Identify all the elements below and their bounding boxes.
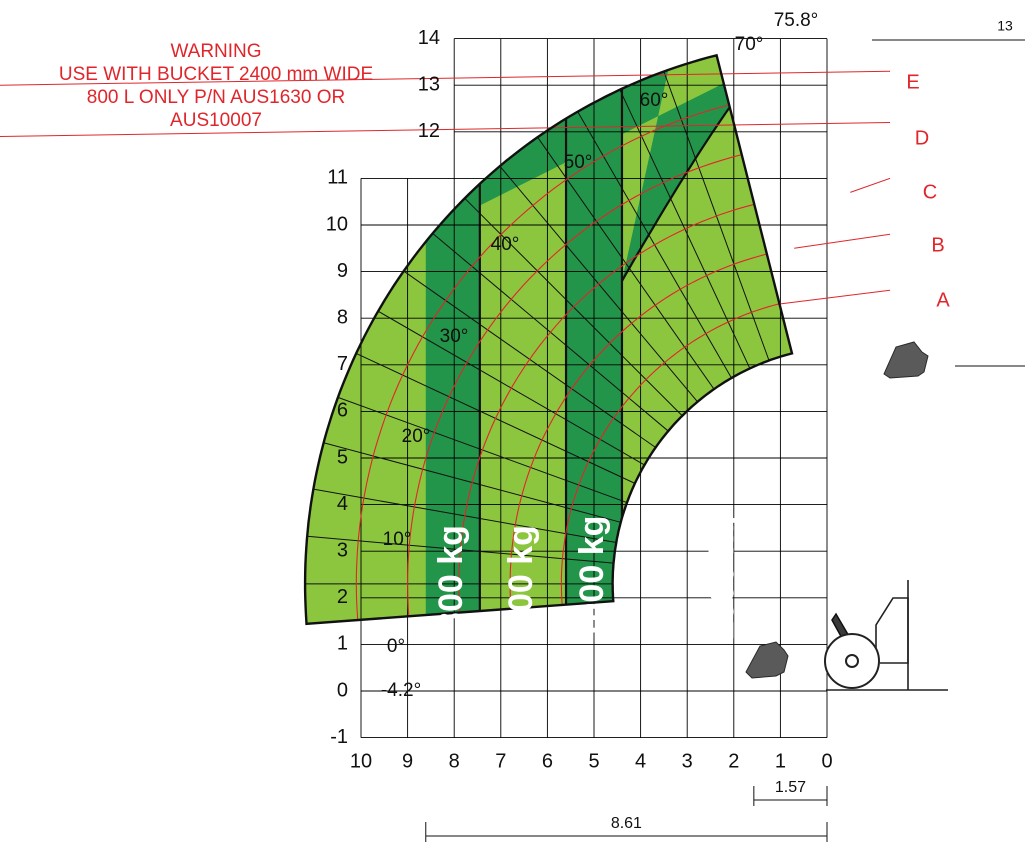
extension-arcs: A B C D E <box>0 70 950 621</box>
forks-upper-icon <box>883 341 929 379</box>
boom-angle-label: 50° <box>564 152 593 173</box>
extension-arc <box>509 253 768 609</box>
dimension-label: 8.61 <box>611 815 642 832</box>
warning-line: WARNING <box>170 41 262 62</box>
boom-angle-label: 10° <box>383 529 412 550</box>
boom-angle-label: 40° <box>491 234 520 255</box>
warning-line: USE WITH BUCKET 2400 mm WIDE <box>58 64 374 85</box>
dimension-lines: 1.57 8.61 <box>425 779 828 842</box>
warning-line: AUS10007 <box>170 110 262 131</box>
y-tick-label: -1 <box>330 726 348 748</box>
extension-label: D <box>915 127 929 149</box>
x-tick-label: 1 <box>775 750 786 772</box>
warning-line: 800 L ONLY P/N AUS1630 OR <box>86 87 346 108</box>
extension-label: E <box>906 71 919 93</box>
extension-label: B <box>931 234 944 256</box>
x-tick-label: 0 <box>821 750 832 772</box>
wheel-hub-icon <box>845 654 859 668</box>
extension-arc <box>458 203 755 613</box>
extension-leader <box>794 233 891 249</box>
y-tick-label: 14 <box>418 27 440 49</box>
y-tick-label: 2 <box>337 586 348 608</box>
dimension-label: 1.57 <box>775 779 806 796</box>
forks-lower-icon <box>745 641 789 679</box>
extension-arc <box>355 104 730 621</box>
y-tick-label: 5 <box>337 446 348 468</box>
y-tick-label: 8 <box>337 306 348 328</box>
load-zone-upper-band <box>438 61 767 281</box>
x-tick-label: 9 <box>402 750 413 772</box>
envelope-border <box>303 53 794 626</box>
x-tick-label: 5 <box>588 750 599 772</box>
boom-angle-label: -4.2° <box>381 680 421 701</box>
boom-angle-label: 20° <box>402 426 431 447</box>
telehandler-icon <box>745 341 948 691</box>
extension-leader <box>850 177 891 193</box>
warning-note: WARNING USE WITH BUCKET 2400 mm WIDE 800… <box>0 40 432 132</box>
extension-leader <box>0 70 891 86</box>
x-tick-label: 8 <box>449 750 460 772</box>
y-tick-label: 6 <box>337 400 348 422</box>
y-tick-label: 3 <box>337 539 348 561</box>
cab-outline <box>875 597 909 664</box>
x-tick-label: 6 <box>542 750 553 772</box>
extension-arc <box>407 154 742 617</box>
y-tick-label: 13 <box>418 73 440 95</box>
chart-grid <box>360 38 828 739</box>
extension-leader <box>777 289 891 305</box>
extension-arc <box>560 303 780 606</box>
load-zone-label: 300 kg <box>432 525 470 631</box>
x-tick-label: 3 <box>682 750 693 772</box>
y-tick-label: 7 <box>337 353 348 375</box>
envelope-outline <box>303 53 794 626</box>
y-tick-label: 0 <box>337 679 348 701</box>
x-tick-label: 7 <box>495 750 506 772</box>
x-tick-label: 2 <box>728 750 739 772</box>
extension-leader <box>0 121 891 137</box>
x-tick-label: 10 <box>350 750 372 772</box>
y-tick-label: 4 <box>337 493 348 515</box>
y-tick-label: 1 <box>337 633 348 655</box>
boom-angle-label: 75.8° <box>774 10 819 31</box>
extension-label: C <box>923 181 937 203</box>
y-tick-label: 10 <box>326 213 348 235</box>
y-tick-label: 12 <box>418 120 440 142</box>
load-zone-label: 1600 kg <box>703 516 741 641</box>
boom-angle-label: 60° <box>640 90 669 111</box>
boom-angle-label: 0° <box>387 636 405 657</box>
load-zone-label: 1000 kg <box>573 516 611 641</box>
y-tick-label: 9 <box>337 260 348 282</box>
boom-angle-label: 70° <box>735 34 764 55</box>
chart-labels: 300 kg 500 kg 1000 kg 1600 kg -4.2° 0° 10° 20° 3… <box>381 10 1025 701</box>
y-tick-label: 11 <box>327 167 348 189</box>
load-zone-label: 500 kg <box>502 525 540 631</box>
extension-label: A <box>936 289 950 311</box>
boom-angle-label: 30° <box>440 326 469 347</box>
side-label: 13 <box>997 18 1013 34</box>
x-tick-label: 4 <box>635 750 646 772</box>
